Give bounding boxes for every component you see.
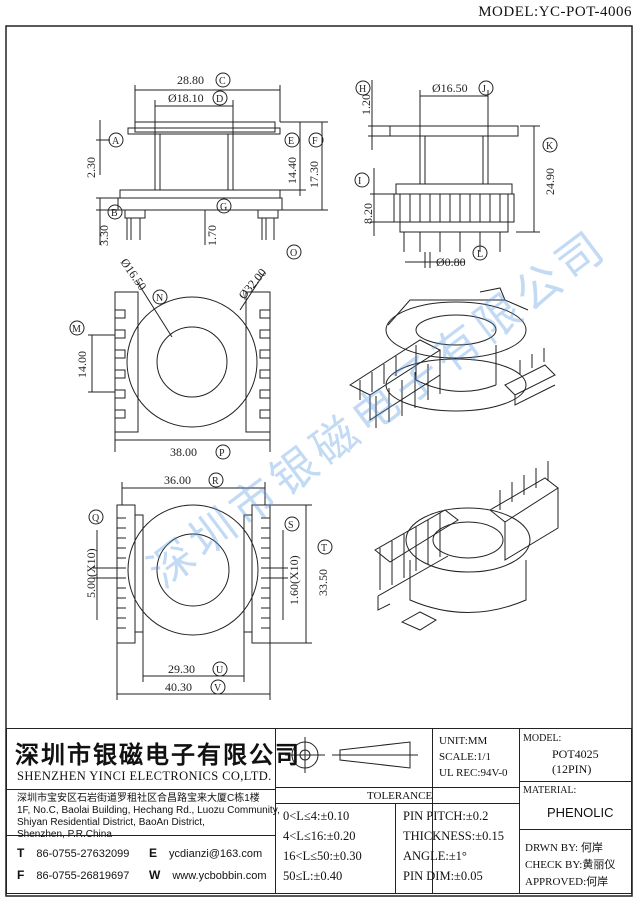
ref-j: J (482, 84, 486, 95)
isometric-view-top (348, 287, 556, 428)
ref-f: F (312, 136, 318, 147)
material-value: PHENOLIC (547, 805, 614, 820)
spec-pin-dim: PIN DIM:±0.05 (403, 869, 483, 883)
dim-bottom-height: 33.50 (316, 569, 330, 596)
ref-c: C (219, 76, 226, 87)
dim-height-inner: 14.40 (285, 157, 299, 184)
model-value: POT4025 (552, 747, 599, 761)
ref-v: V (214, 683, 222, 694)
model-pins: (12PIN) (552, 762, 592, 776)
ref-d: D (216, 94, 223, 105)
dim-outer-dia: Ø32.00 (236, 266, 270, 302)
tolerance-2: 4<L≤16:±0.20 (283, 829, 356, 843)
projection-symbol (285, 737, 418, 773)
bottom-view (93, 482, 312, 700)
dim-mid-width: 38.00 (170, 445, 197, 459)
dim-pitch-left: 5.00(X10) (84, 548, 98, 598)
dim-pitch-right: 1.60(X10) (287, 555, 301, 605)
dim-inner-dia: Ø16.50 (118, 256, 150, 293)
spec-thickness: THICKNESS:±0.15 (403, 829, 504, 843)
tolerance-1: 0<L≤4:±0.10 (283, 809, 350, 823)
address-line-2: Shiyan Residential District, BaoAn Distr… (17, 817, 205, 828)
spec-pin-pitch: PIN PITCH:±0.2 (403, 809, 489, 823)
ref-n: N (156, 293, 163, 304)
dim-flange-top: 2.30 (84, 157, 98, 178)
company-name-cn: 深圳市银磁电子有限公司 (15, 741, 301, 769)
page-border (5, 25, 633, 897)
ref-k: K (546, 141, 554, 152)
company-name-en: SHENZHEN YINCI ELECTRONICS CO,LTD. (17, 769, 272, 783)
dim-height-total: 17.30 (307, 161, 321, 188)
dim-width-inner-bottom: 29.30 (168, 662, 195, 676)
dim-pin-dia: Ø0.80 (436, 255, 466, 269)
ref-s: S (288, 520, 294, 531)
top-view (88, 271, 271, 452)
material-label: MATERIAL: (523, 785, 577, 796)
model-title: MODEL:YC-POT-4006 (478, 4, 632, 20)
dim-width-outer: 28.80 (177, 73, 204, 87)
ref-i: I (358, 176, 361, 187)
dim-width-total: 40.30 (165, 680, 192, 694)
dim-width-top: 36.00 (164, 473, 191, 487)
address-line-1: 1F, No.C, Baolai Building, Hechang Rd., … (17, 805, 280, 816)
address-cn: 深圳市宝安区石岩街道罗租社区合昌路宝来大厦C栋1楼 (17, 793, 260, 804)
ref-b: B (111, 208, 118, 219)
dim-flange: 1.20 (359, 94, 373, 115)
tolerance-4: 50≤L:±0.40 (283, 869, 343, 883)
model-label: MODEL: (523, 733, 562, 744)
spec-angle: ANGLE:±1° (403, 849, 467, 863)
ref-m: M (72, 324, 81, 335)
ref-h: H (359, 84, 366, 95)
side-view-left (96, 85, 328, 245)
ref-u: U (216, 665, 224, 676)
dim-base-height: 3.30 (97, 225, 111, 246)
dim-width-inner: Ø18.10 (168, 91, 204, 105)
isometric-view-bottom (374, 461, 559, 631)
unit: UNIT:MM (439, 735, 488, 747)
title-block: 深圳市银磁电子有限公司 SHENZHEN YINCI ELECTRONICS C… (6, 728, 632, 894)
ref-t: T (321, 543, 327, 554)
ref-q: Q (92, 513, 100, 524)
tolerance-3: 16<L≤50:±0.30 (283, 849, 362, 863)
ul-rec: UL REC:94V-0 (439, 767, 508, 779)
front-view-right (368, 80, 540, 268)
dim-pin-offset: 1.70 (205, 225, 219, 246)
ref-g: G (220, 202, 227, 213)
dim-bore: Ø16.50 (432, 81, 468, 95)
ref-l: L (477, 249, 483, 260)
check-by: CHECK BY:黄丽仪 (525, 859, 616, 871)
dim-base: 8.20 (361, 203, 375, 224)
approved-by: APPROVED:何岸 (525, 876, 609, 888)
dim-total-height: 24.90 (543, 168, 557, 195)
address-line-3: Shenzhen, P.R.China (17, 829, 112, 840)
ref-e: E (288, 136, 294, 147)
tolerance-label: TOLERANCE (367, 790, 433, 802)
ref-o: O (290, 248, 297, 259)
scale: SCALE:1/1 (439, 751, 491, 763)
drawn-by: DRWN BY: 何岸 (525, 842, 603, 854)
ref-a: A (112, 136, 120, 147)
ref-p: P (219, 448, 225, 459)
dim-mid-height: 14.00 (75, 351, 89, 378)
ref-r: R (212, 476, 219, 487)
